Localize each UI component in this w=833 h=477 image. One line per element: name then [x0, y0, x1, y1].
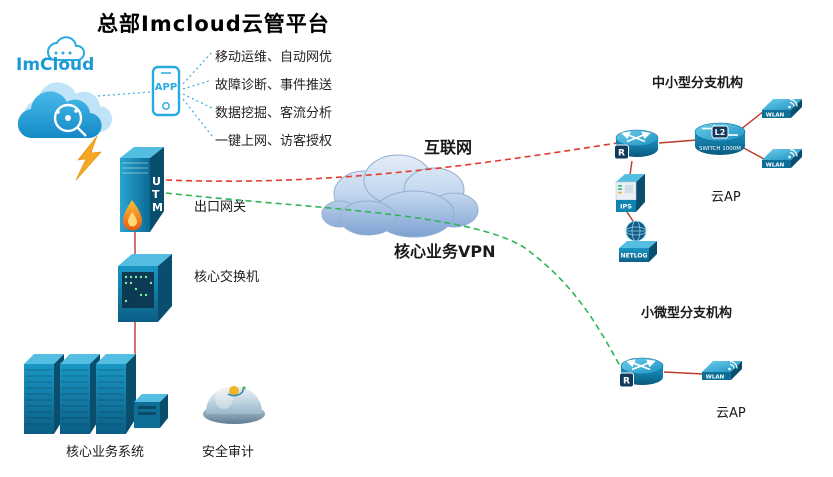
diagram-title: 总部Imcloud云管平台 — [97, 12, 330, 36]
core-switch-label: 核心交换机 — [194, 270, 260, 285]
branch-micro-router: R — [618, 352, 666, 396]
imcloud-logo-text: ImCloud — [16, 55, 95, 75]
imcloud-logo-icon — [6, 22, 118, 178]
core-business-servers — [22, 348, 178, 446]
app-label: APP — [155, 82, 177, 93]
wifi-icon — [729, 360, 738, 369]
wlan-label: WLAN — [766, 163, 785, 169]
cloud-ap-label-micro: 云AP — [716, 406, 746, 421]
router-badge: R — [618, 149, 625, 159]
branch-medium-l2-switch: L2 SWITCH 1000M — [692, 116, 748, 168]
branch-micro-title: 小微型分支机构 — [641, 306, 733, 321]
utm-tower-icon — [120, 147, 164, 232]
lightning-bolt-icon — [70, 132, 106, 188]
core-business-label: 核心业务系统 — [66, 445, 145, 460]
netlog-icon: NETLOG — [619, 220, 657, 262]
internet-cloud-icon — [316, 142, 484, 250]
feature-item-2: 故障诊断、事件推送 — [215, 78, 333, 93]
router-icon: R — [614, 129, 659, 160]
vpn-label: 核心业务VPN — [394, 242, 496, 261]
router-badge: R — [623, 377, 630, 387]
ips-icon: IPS — [615, 174, 645, 212]
feature-item-3: 数据挖掘、客流分析 — [215, 106, 333, 121]
branch-medium-ap-1: WLAN — [760, 94, 804, 132]
cloud-ap-label-medium: 云AP — [711, 190, 741, 205]
wlan-ap-icon: WLAN — [702, 360, 742, 381]
l2-badge: L2 — [715, 128, 726, 137]
wlan-ap-icon: WLAN — [762, 148, 802, 169]
wifi-icon — [789, 98, 798, 107]
app-phone-icon: APP — [148, 64, 184, 124]
switch-speed-label: SWITCH 1000M — [699, 146, 741, 152]
server-rack-icon — [23, 353, 168, 435]
branch-micro-ap: WLAN — [700, 356, 744, 394]
security-audit-icon — [203, 385, 265, 424]
core-switch-icon — [118, 254, 172, 322]
wlan-label: WLAN — [766, 113, 785, 119]
netlog-label: NETLOG — [621, 253, 648, 260]
wlan-label: WLAN — [706, 375, 725, 381]
feature-item-1: 移动运维、自动网优 — [215, 50, 333, 65]
branch-medium-ap-2: WLAN — [760, 144, 804, 182]
core-switch-device — [114, 250, 176, 330]
wlan-ap-icon: WLAN — [762, 98, 802, 119]
utm-gateway-device: UTM — [114, 144, 170, 246]
wifi-icon — [789, 148, 798, 157]
security-audit-device — [200, 364, 268, 432]
internet-label: 互联网 — [424, 138, 473, 157]
feature-item-4: 一键上网、访客授权 — [215, 134, 333, 149]
router-icon: R — [619, 357, 664, 388]
branch-medium-router: R — [613, 124, 661, 168]
security-audit-label: 安全审计 — [202, 445, 255, 460]
branch-medium-title: 中小型分支机构 — [652, 76, 744, 91]
branch-medium-netlog: NETLOG — [616, 218, 660, 270]
utm-vertical-label: UTM — [152, 175, 163, 214]
l2-switch-icon: L2 SWITCH 1000M — [694, 122, 746, 155]
branch-medium-ips: IPS — [612, 170, 648, 218]
gateway-label: 出口网关 — [194, 200, 247, 215]
ips-label: IPS — [620, 203, 632, 211]
